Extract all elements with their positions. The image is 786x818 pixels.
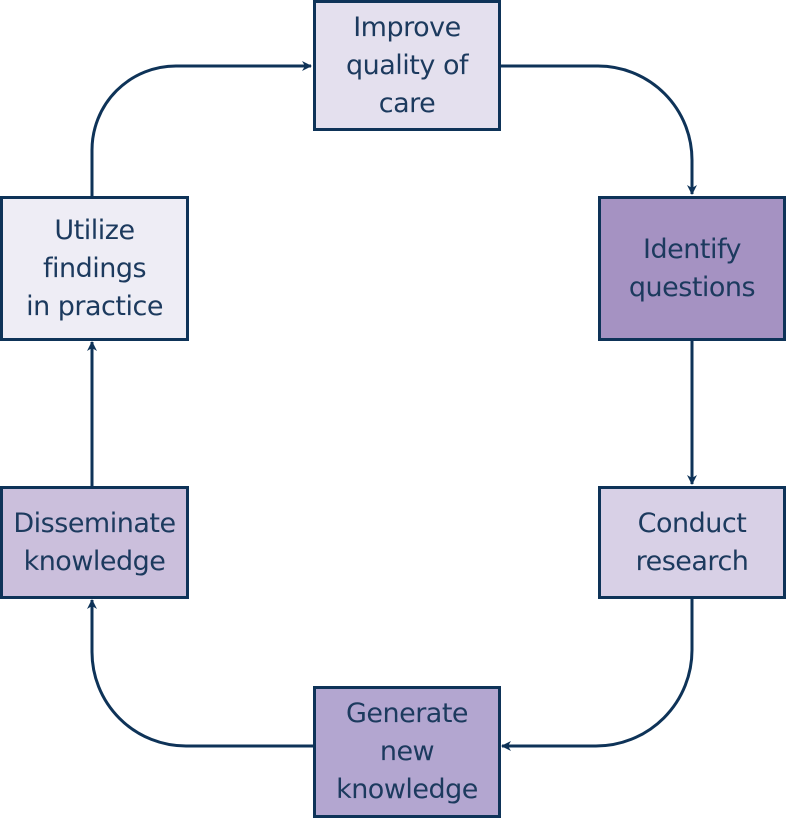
node-label: Conduct research	[635, 507, 749, 577]
arrow-utilize-to-improve	[90, 61, 312, 196]
node-disseminate-knowledge: Disseminate knowledge	[0, 486, 189, 599]
node-label: Utilize findings in practice	[26, 214, 163, 322]
arrow-conduct-to-generate	[501, 598, 694, 751]
node-identify-questions: Identify questions	[598, 196, 786, 341]
node-label: Improve quality of care	[346, 11, 468, 119]
node-utilize-findings-in-practice: Utilize findings in practice	[0, 196, 189, 341]
node-label: Generate new knowledge	[336, 698, 478, 805]
arrow-generate-to-disseminate	[87, 599, 313, 748]
arrow-improve-to-identify	[500, 64, 697, 195]
node-conduct-research: Conduct research	[598, 486, 786, 599]
node-label: Disseminate knowledge	[13, 507, 176, 577]
node-label: Identify questions	[628, 233, 756, 303]
node-improve-quality-of-care: Improve quality of care	[313, 0, 501, 131]
node-generate-new-knowledge: Generate new knowledge	[313, 686, 501, 818]
